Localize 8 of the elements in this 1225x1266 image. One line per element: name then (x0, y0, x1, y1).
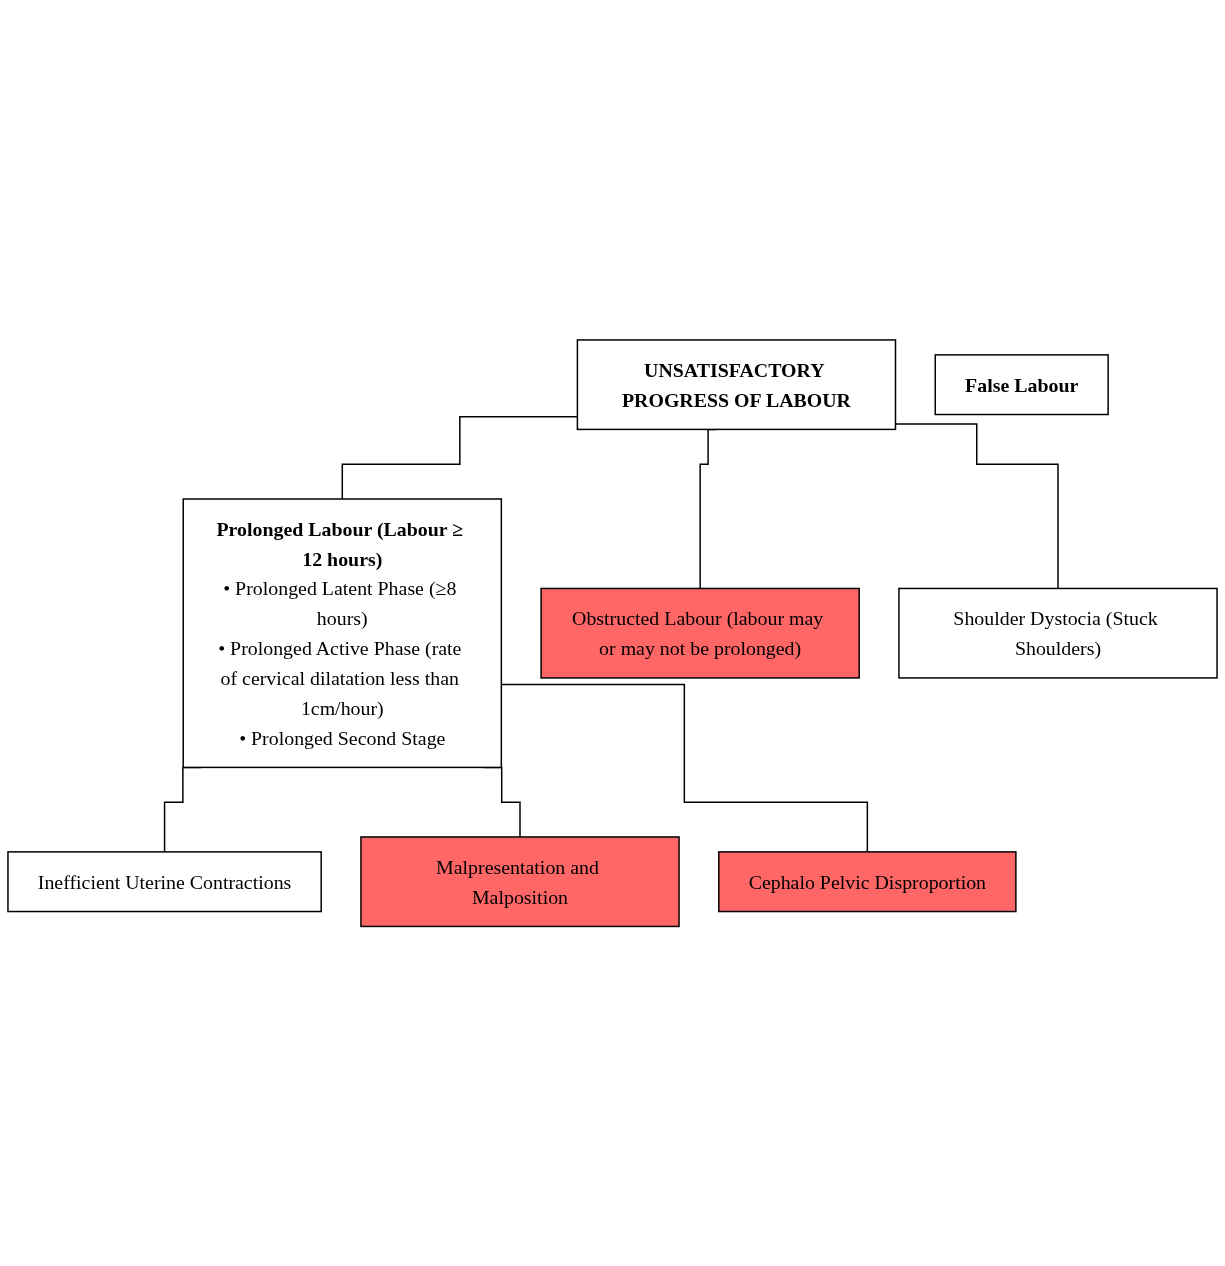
node-box: False Labour (934, 353, 1109, 416)
node-box: Malpresentation and Malposition (360, 836, 680, 927)
node-box: Prolonged Labour (Labour ≥ 12 hours) • Prolonged Latent Phase (≥8 hours) • Prolonged Active Phase (rate of cervical dilatation less than 1cm/hour) • Prolonged Second Stage (182, 498, 503, 768)
node-box: Shoulder Dystocia (Stuck Shoulders) (898, 587, 1218, 679)
node-box: Inefficient Uterine Contractions (7, 850, 322, 913)
node-box: Cephalo Pelvic Disproportion (718, 850, 1017, 913)
node-box: Obstructed Labour (labour may or may not be prolonged) (540, 587, 860, 679)
node-box: UNSATISFACTORY PROGRESS OF LABOUR (576, 339, 897, 430)
